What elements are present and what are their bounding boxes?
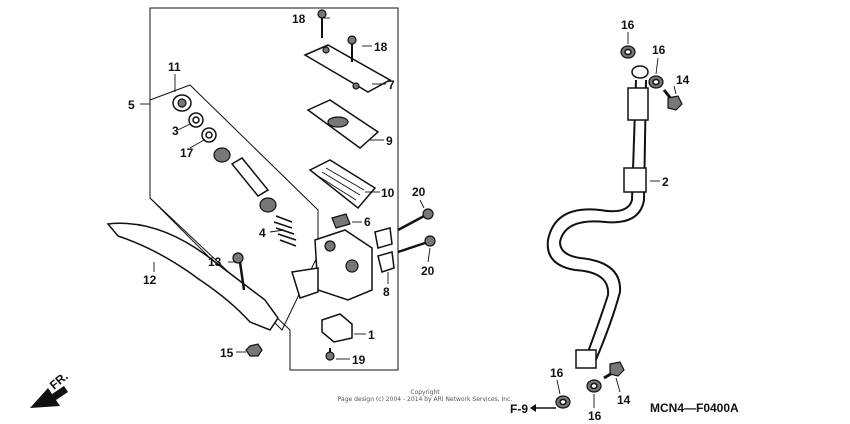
callout-4: 4: [259, 226, 266, 240]
callout-12: 12: [143, 273, 157, 287]
callout-15: 15: [220, 346, 234, 360]
piston[interactable]: [230, 157, 270, 197]
callout-13: 13: [208, 255, 222, 269]
callout-16-upper-right: 16: [652, 43, 666, 57]
callout-8: 8: [383, 285, 390, 299]
lever-pivot-nut[interactable]: [245, 343, 263, 357]
secondary-cup[interactable]: [259, 197, 277, 213]
boot[interactable]: [172, 94, 192, 112]
callout-16-upper-left: 16: [621, 18, 635, 32]
lower-oil-bolt[interactable]: [603, 361, 625, 380]
callout-16-lower-left: 16: [550, 366, 564, 380]
switch-screw[interactable]: [325, 348, 335, 361]
piston-spring[interactable]: [273, 215, 297, 247]
diagram-code: MCN4—F0400A: [650, 401, 739, 415]
sealing-washer-4[interactable]: [586, 379, 602, 393]
direction-arrow: [30, 386, 68, 408]
holder-bolt-upper[interactable]: [397, 208, 434, 232]
holder-bolt-lower[interactable]: [397, 235, 436, 254]
callout-3: 3: [172, 124, 179, 138]
callout-11: 11: [168, 60, 181, 74]
callout-9: 9: [386, 134, 393, 148]
brake-hose[interactable]: [546, 79, 649, 369]
clip[interactable]: [331, 213, 351, 229]
direction-label: FR.: [47, 369, 71, 392]
diaphragm-plate[interactable]: [306, 99, 380, 149]
sealing-washer-3[interactable]: [555, 395, 571, 409]
callout-16-lower-right: 16: [588, 409, 602, 423]
handlebar-holder[interactable]: [374, 227, 395, 273]
callout-2: 2: [662, 175, 669, 189]
piston-cup[interactable]: [213, 147, 231, 163]
callout-5: 5: [128, 98, 135, 112]
diaphragm[interactable]: [308, 159, 377, 210]
sealing-washer-1[interactable]: [620, 45, 636, 59]
circlip[interactable]: [188, 112, 204, 128]
callout-17: 17: [180, 146, 194, 160]
brake-lever[interactable]: [106, 222, 279, 331]
copyright-line-2: Page design (c) 2004 - 2014 by ARI Netwo…: [338, 396, 513, 403]
callout-14-lower: 14: [617, 393, 631, 407]
reservoir-screw-side[interactable]: [347, 35, 357, 62]
callout-19: 19: [352, 353, 366, 367]
master-cylinder-body[interactable]: [291, 229, 373, 301]
callout-20-upper: 20: [412, 185, 426, 199]
callout-18-top: 18: [292, 12, 306, 26]
reference-arrow: [530, 404, 556, 412]
sealing-washer-2[interactable]: [648, 75, 664, 89]
upper-oil-bolt[interactable]: [662, 89, 683, 111]
brake-light-switch[interactable]: [321, 313, 353, 343]
callout-10: 10: [381, 186, 395, 200]
callout-7: 7: [388, 78, 395, 92]
copyright-line-1: Copyright: [410, 389, 440, 396]
leader-lines: [140, 17, 677, 408]
lever-pivot-bolt[interactable]: [232, 252, 246, 291]
callout-20-lower: 20: [421, 264, 435, 278]
upper-banjo-fitting[interactable]: [631, 65, 649, 79]
washer[interactable]: [201, 127, 217, 143]
callout-1: 1: [368, 328, 375, 342]
callout-18-side: 18: [374, 40, 388, 54]
callout-6: 6: [364, 215, 371, 229]
reservoir-screw-top[interactable]: [317, 9, 327, 38]
callout-14-upper: 14: [676, 73, 690, 87]
reservoir-cover[interactable]: [303, 44, 392, 93]
reference-label: F-9: [510, 402, 528, 416]
